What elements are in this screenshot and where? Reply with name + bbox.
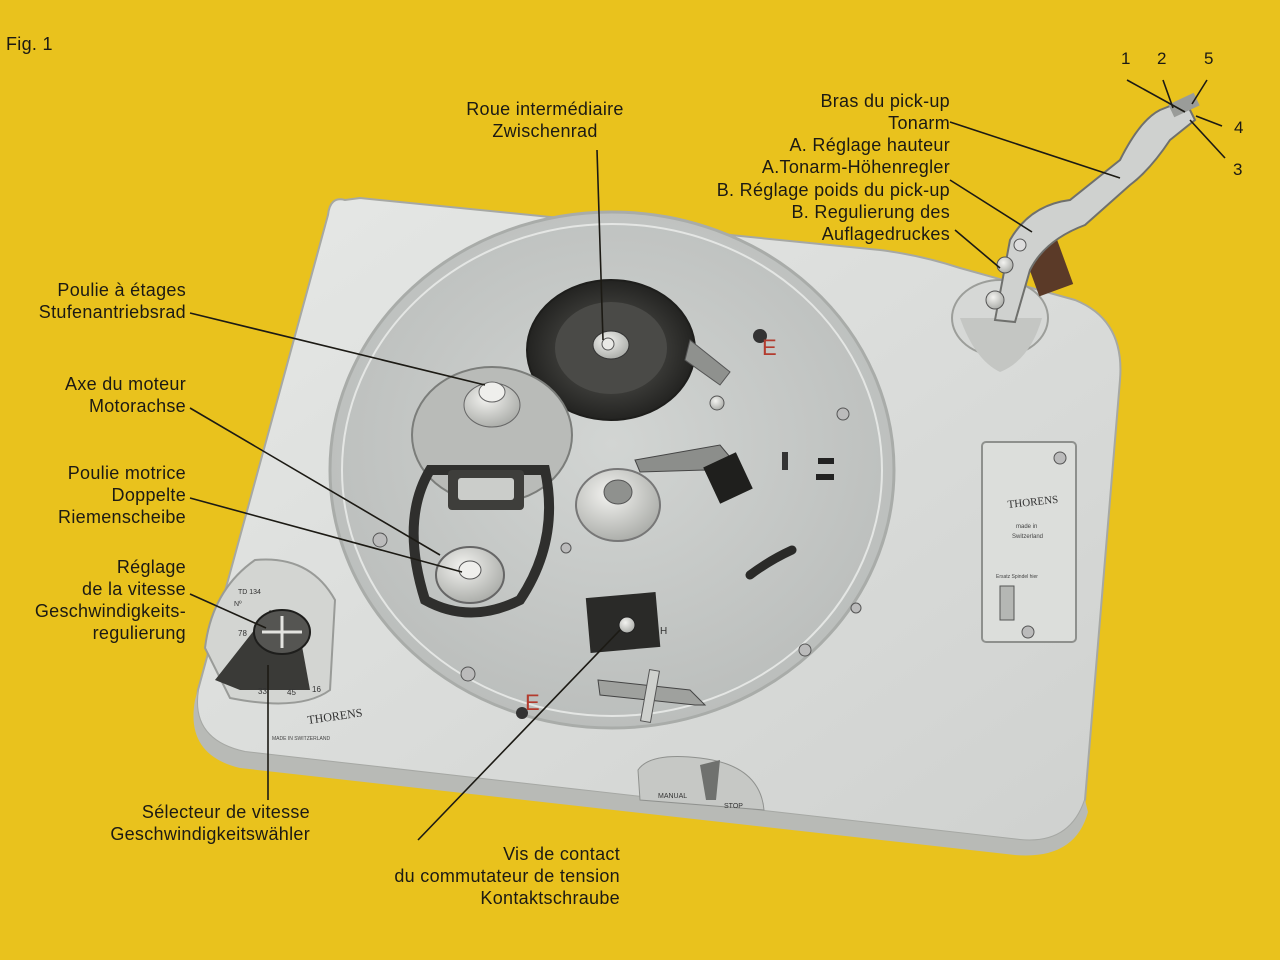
label-contact-screw: Vis de contact du commutateur de tension…	[394, 844, 620, 908]
chassis-front-edge	[193, 690, 1088, 856]
label-tonearm: Bras du pick-up Tonarm	[820, 91, 950, 133]
plate-brand: THORENS	[1007, 494, 1059, 511]
label-weight-adjust: B. Réglage poids du pick-up B. Regulieru…	[716, 180, 950, 244]
plate-small-1: made in	[1016, 524, 1037, 530]
manual-stop-recess	[637, 756, 765, 811]
callout-1: 1	[1121, 49, 1131, 68]
manual-label: MANUAL	[658, 793, 687, 800]
plate-small-3: Ersatz Spindel hier	[996, 574, 1038, 580]
label-drive-pulley: Poulie motrice Doppelte Riemenscheibe	[58, 463, 186, 527]
plate-small-2: Switzerland	[1012, 534, 1043, 540]
voltage-h-mark: H	[660, 626, 667, 637]
drive-belt	[408, 465, 555, 618]
label-speed-selector: Sélecteur de vitesse Geschwindigkeitswäh…	[110, 802, 310, 844]
model-no: Nº	[234, 601, 242, 608]
thorens-plate	[981, 441, 1077, 643]
leader-lines	[189, 79, 1226, 841]
label-height-adjust: A. Réglage hauteur A.Tonarm-Höhenregler	[761, 135, 950, 177]
label-speed-adjust: Réglage de la vitesse Geschwindigkeits- …	[34, 557, 186, 643]
model-tag: TD 134	[238, 589, 261, 596]
speed-78: 78	[238, 629, 247, 638]
label-stepped-pulley: Poulie à étages Stufenantriebsrad	[38, 280, 186, 322]
callout-3: 3	[1233, 160, 1243, 179]
label-motor-axle: Axe du moteur Motorachse	[65, 374, 186, 416]
callout-2: 2	[1157, 49, 1167, 68]
callout-5: 5	[1204, 49, 1214, 68]
speed-33: 33	[258, 687, 267, 696]
speed-45: 45	[287, 688, 296, 697]
stop-label: STOP	[724, 803, 743, 810]
spindle-bearing	[575, 468, 661, 542]
tonearm	[985, 92, 1200, 324]
callout-4: 4	[1234, 118, 1244, 137]
figure-label: Fig. 1	[6, 34, 53, 54]
speed-16: 16	[312, 685, 321, 694]
base-sub: MADE IN SWITZERLAND	[272, 736, 330, 742]
red-e-mark-bottom: E	[525, 690, 540, 715]
red-e-mark-top: E	[762, 335, 777, 360]
label-idler-wheel: Roue intermédiaire Zwischenrad	[466, 99, 624, 141]
